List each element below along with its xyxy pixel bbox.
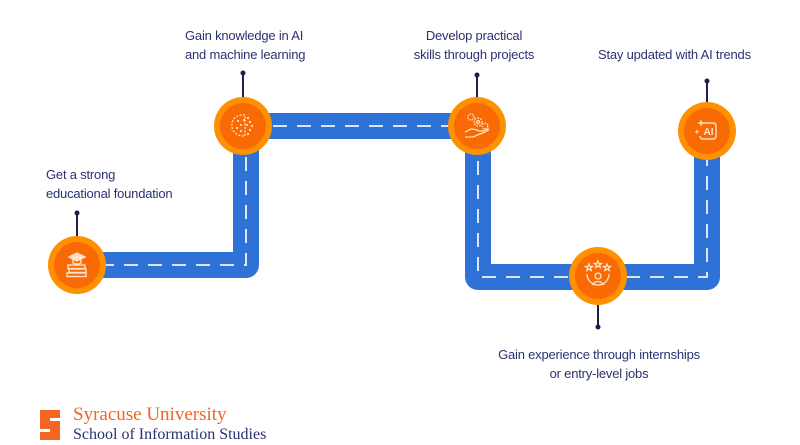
syracuse-s-logo-icon (40, 410, 60, 440)
step-label-1-line-1: Get a strong (46, 167, 116, 182)
person-stars-icon (583, 259, 613, 286)
step-label-4-line-1: Gain experience through internships (498, 347, 700, 362)
step-node-4 (569, 247, 627, 305)
brain-circuit-icon (231, 114, 254, 137)
step-label-4: Gain experience through internships or e… (488, 345, 710, 383)
step-label-2-line-2: and machine learning (185, 47, 306, 62)
graduation-cap-books-icon (66, 252, 87, 278)
step-label-4-line-2: or entry-level jobs (549, 366, 649, 381)
university-name: Syracuse University (73, 404, 227, 425)
step-node-2 (214, 97, 272, 155)
step-label-2: Gain knowledge in AI and machine learnin… (185, 26, 306, 64)
step-label-2-line-1: Gain knowledge in AI (185, 28, 304, 43)
step-node-5: AI (678, 102, 736, 160)
hand-gears-icon (464, 113, 489, 138)
step-label-5-line-1: Stay updated with AI trends (598, 47, 751, 62)
step-label-1-line-2: educational foundation (46, 186, 173, 201)
step-node-3 (448, 97, 506, 155)
syracuse-ischool-logo: Syracuse University School of Informatio… (38, 405, 298, 445)
step-label-3-line-2: skills through projects (413, 47, 535, 62)
step-node-1 (48, 236, 106, 294)
step-label-3: Develop practical skills through project… (404, 26, 544, 64)
ai-sparkle-icon: AI (694, 119, 717, 140)
svg-text:AI: AI (704, 127, 714, 138)
school-name: School of Information Studies (73, 426, 267, 443)
step-label-5: Stay updated with AI trends (598, 45, 751, 64)
step-label-1: Get a strong educational foundation (46, 165, 173, 203)
step-label-3-line-1: Develop practical (425, 28, 523, 43)
